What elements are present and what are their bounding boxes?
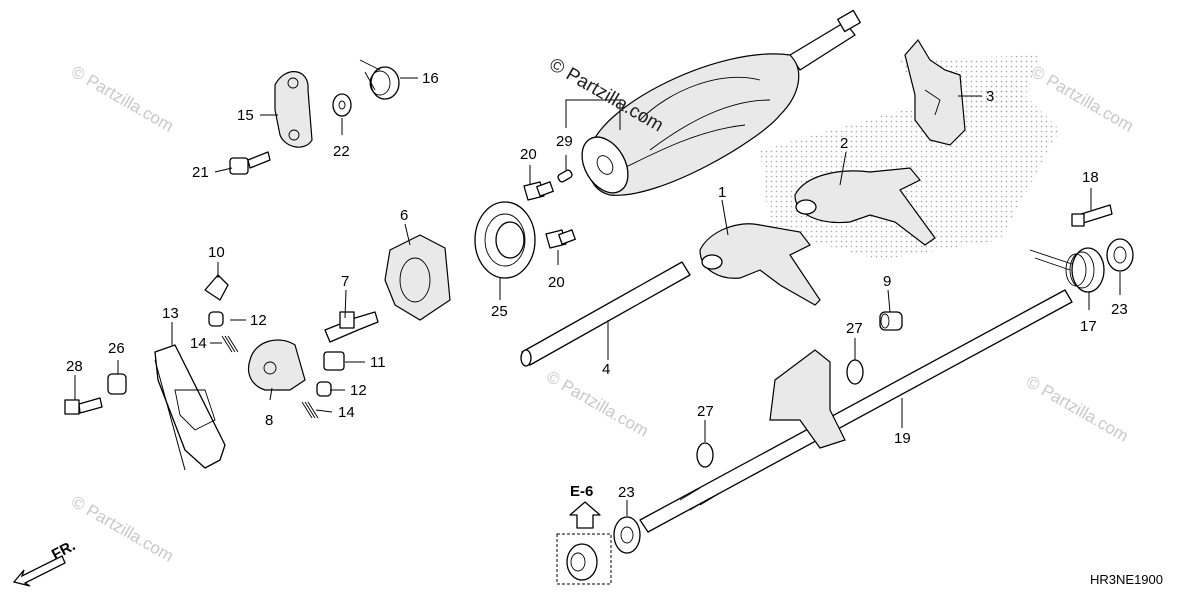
stopper-pin: [204, 274, 229, 301]
ratchet-cover: [154, 344, 226, 469]
callout-14-upper: 14: [190, 335, 207, 352]
callout-labels: 1 2 3 4 6 7 8 9 10 11 12 12 13 14 14 15 …: [66, 70, 1128, 501]
callout-27-lower: 27: [697, 403, 714, 420]
callout-3: 3: [986, 88, 994, 105]
watermark-faint-1: © Partzilla.com: [68, 62, 177, 136]
watermark-faint-5: © Partzilla.com: [68, 492, 177, 566]
shift-drum: [581, 9, 861, 196]
callout-8: 8: [265, 412, 273, 429]
callout-1: 1: [718, 184, 726, 201]
drum-stopper-plate: [247, 339, 306, 391]
callout-13: 13: [162, 305, 179, 322]
pawl-spring-upper: [221, 335, 239, 353]
shift-fork-1: [699, 223, 821, 306]
callout-26: 26: [108, 340, 125, 357]
stopper-spring: [359, 59, 400, 100]
callout-18: 18: [1082, 169, 1099, 186]
callout-20-lower: 20: [548, 274, 565, 291]
callout-15: 15: [237, 107, 254, 124]
diagram-code: HR3NE1900: [1090, 572, 1163, 587]
callout-12-upper: 12: [250, 312, 267, 329]
stopper-bolt: [1071, 204, 1113, 227]
plate-bolt: [229, 151, 271, 175]
callout-14-lower: 14: [338, 404, 355, 421]
gearshift-plate: [274, 71, 313, 148]
callout-11: 11: [370, 354, 386, 371]
fork-shaft: [520, 261, 691, 367]
watermark-faint-4: © Partzilla.com: [1023, 372, 1132, 446]
reference-label: E-6: [570, 483, 593, 500]
cover-collar: [107, 373, 127, 395]
dowel-pin: [557, 169, 573, 183]
callout-25: 25: [491, 303, 508, 320]
callout-23-right: 23: [1111, 301, 1128, 318]
callout-21: 21: [192, 164, 209, 181]
circlip-upper: [846, 359, 864, 385]
drum-center: [384, 234, 451, 321]
callout-23-lower: 23: [618, 484, 635, 501]
front-direction-indicator: FR.: [12, 537, 78, 587]
return-spring: [1029, 247, 1105, 293]
callout-22: 22: [333, 143, 350, 160]
bolt-lower: [545, 229, 576, 249]
front-label: FR.: [49, 537, 78, 563]
callout-4: 4: [602, 361, 610, 378]
callout-16: 16: [422, 70, 439, 87]
callout-19: 19: [894, 430, 911, 447]
washer-right: [1106, 238, 1134, 272]
pawl-upper: [208, 311, 224, 327]
callout-27-upper: 27: [846, 320, 863, 337]
special-bolt: [324, 311, 379, 343]
collar: [879, 311, 903, 331]
callout-29: 29: [556, 133, 573, 150]
callout-9: 9: [883, 273, 891, 290]
bearing: [474, 201, 536, 279]
washer-lower: [613, 516, 641, 554]
roller: [323, 351, 345, 371]
watermark-faint-3: © Partzilla.com: [543, 367, 652, 441]
front-arrow-icon: [12, 555, 66, 587]
cover-bolt: [64, 397, 103, 415]
bolt-upper: [523, 181, 554, 201]
pawl-lower: [316, 381, 332, 397]
plate-washer: [332, 93, 352, 117]
gearshift-spindle: [639, 289, 1073, 533]
circlip-lower: [696, 442, 714, 468]
callout-12-lower: 12: [350, 382, 367, 399]
callout-7: 7: [341, 273, 349, 290]
callout-6: 6: [400, 207, 408, 224]
callout-28: 28: [66, 358, 83, 375]
leader-lines: [74, 77, 1121, 516]
callout-17: 17: [1080, 318, 1097, 335]
reference-box: [556, 501, 612, 585]
shift-fork-2: [794, 167, 936, 246]
pawl-spring-lower: [301, 401, 319, 419]
callout-20-upper: 20: [520, 146, 537, 163]
callout-2: 2: [840, 135, 848, 152]
callout-10: 10: [208, 244, 225, 261]
shift-fork-3: [904, 38, 966, 146]
